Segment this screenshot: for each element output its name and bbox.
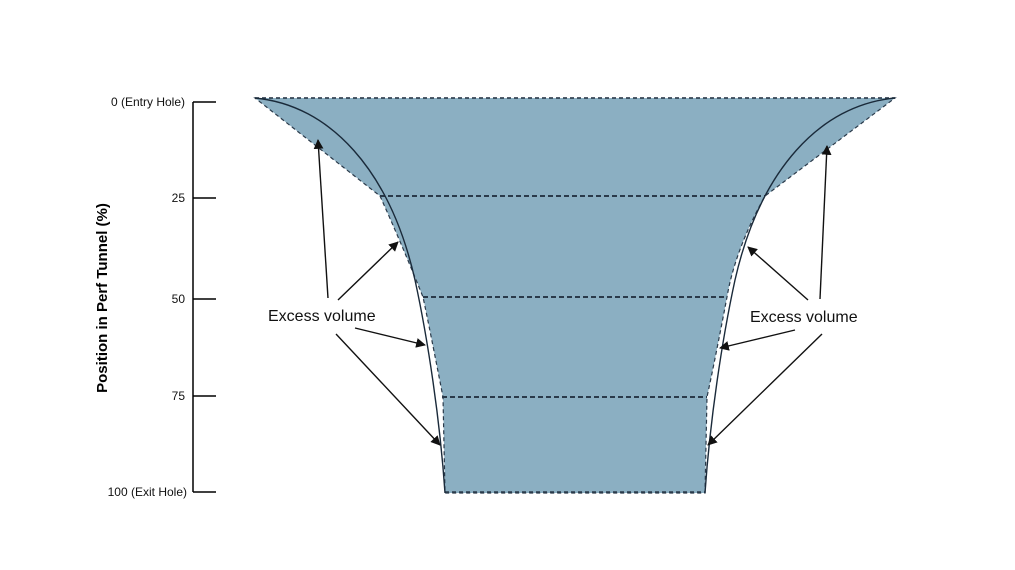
left-arrow-2	[337, 241, 399, 301]
right-arrow-4	[707, 333, 823, 446]
tunnel-profile-right-curve	[704, 97, 896, 494]
y-tick-label-50: 50	[172, 292, 186, 306]
right-arrow-3	[719, 329, 796, 351]
right-arrow-1	[819, 145, 832, 300]
right-excess-volume-label: Excess volume	[750, 309, 858, 326]
y-axis-title: Position in Perf Tunnel (%)	[94, 203, 111, 393]
left-arrow-1	[313, 139, 329, 299]
y-tick-label-75: 75	[172, 389, 186, 403]
y-tick-label-100: 100 (Exit Hole)	[108, 485, 187, 499]
tunnel-volume-shape	[253, 97, 897, 494]
right-arrow-2	[747, 246, 809, 301]
left-excess-volume-label: Excess volume	[268, 308, 376, 325]
y-tick-label-0: 0 (Entry Hole)	[111, 95, 185, 109]
tunnel-profile-left-curve	[254, 97, 446, 494]
left-arrow-3	[354, 327, 426, 348]
y-tick-label-25: 25	[172, 191, 186, 205]
left-arrow-4	[335, 333, 441, 446]
